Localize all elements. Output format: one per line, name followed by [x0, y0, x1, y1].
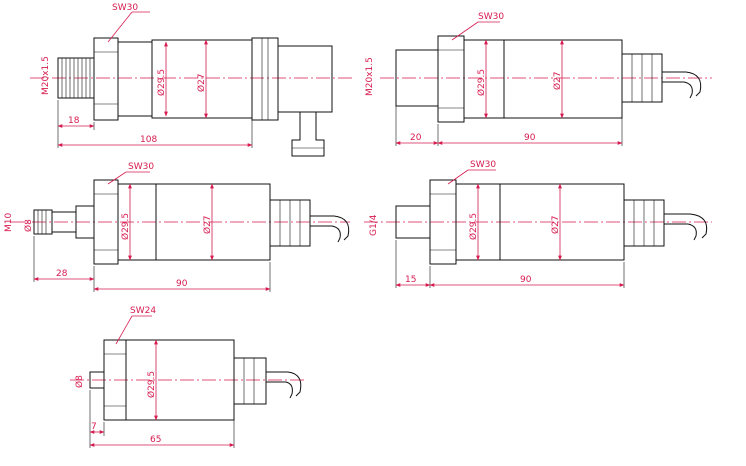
label-len-b: 90 [520, 275, 532, 285]
barb-hatch [37, 210, 47, 234]
cable-gland [291, 112, 325, 157]
body-neck [117, 41, 153, 117]
cable [662, 71, 702, 97]
label-len-b: 90 [524, 133, 536, 143]
label-len-a: 20 [410, 133, 422, 143]
drawing-5-compact-transmitter: SW24 Ø8 Ø29.5 7 65 [70, 306, 306, 448]
label-dia-b: Ø27 [552, 71, 563, 90]
label-thread: M20x1.5 [41, 56, 51, 95]
cable-inner [664, 223, 697, 241]
label-dia-a: Ø29.5 [476, 69, 487, 96]
label-len-a: 28 [56, 269, 68, 279]
label-dia-a: Ø29.5 [468, 213, 479, 240]
label-dia-b: Ø27 [202, 215, 213, 234]
label-dia-b: Ø27 [550, 215, 561, 234]
hex-nut [93, 37, 119, 121]
label-sw: SW30 [112, 3, 138, 13]
label-len-b: 90 [176, 279, 188, 289]
cable-gland [233, 357, 267, 405]
leader-sw [115, 315, 133, 345]
label-sw: SW24 [130, 306, 156, 316]
drawing-4-g14-transmitter: SW30 G1/4 Ø29.5 Ø27 15 90 [364, 160, 712, 288]
drawing-1-plug-connector-transmitter: SW30 M20x1.5 Ø29.5 Ø27 18 108 [30, 3, 352, 157]
thread-hatch [61, 58, 91, 98]
body-housing [503, 39, 623, 119]
cable-inner [266, 381, 293, 399]
label-bore: Ø8 [23, 219, 34, 232]
label-len-a: 18 [68, 116, 80, 126]
leader-sw [107, 171, 127, 185]
drawing-3-hose-barb-transmitter: SW30 M10 Ø8 Ø29.5 Ø27 28 90 [4, 162, 350, 292]
label-dia-b: Ø27 [196, 73, 207, 92]
label-sw: SW30 [478, 12, 504, 22]
label-len-a: 7 [91, 422, 97, 432]
cable-inner [310, 225, 341, 243]
label-sw: SW30 [470, 160, 496, 170]
label-dia-a: Ø29.5 [146, 371, 157, 398]
label-len-b: 65 [150, 435, 161, 445]
connector-head [277, 45, 333, 113]
label-thread: G1/4 [369, 214, 379, 236]
label-thread: M10 [4, 213, 14, 232]
leader-sw [451, 21, 479, 41]
label-dia-a: Ø29.5 [120, 213, 131, 240]
label-thread: Ø8 [74, 375, 85, 388]
cable [664, 213, 708, 239]
connector-flange [251, 37, 279, 121]
label-len-a: 15 [405, 275, 416, 285]
cable-inner [662, 81, 693, 99]
leader-sw [447, 169, 469, 185]
label-dia-a: Ø29.5 [156, 69, 167, 96]
hex-nut [437, 35, 465, 123]
cable [310, 215, 350, 241]
drawing-2-cable-transmitter-m20: SW30 M20x1.5 Ø29.5 Ø27 20 90 [365, 12, 712, 146]
leader-sw [107, 11, 133, 43]
label-thread: M20x1.5 [365, 57, 375, 96]
label-sw: SW30 [128, 162, 154, 172]
label-len-b: 108 [140, 135, 157, 145]
cable [266, 371, 302, 397]
